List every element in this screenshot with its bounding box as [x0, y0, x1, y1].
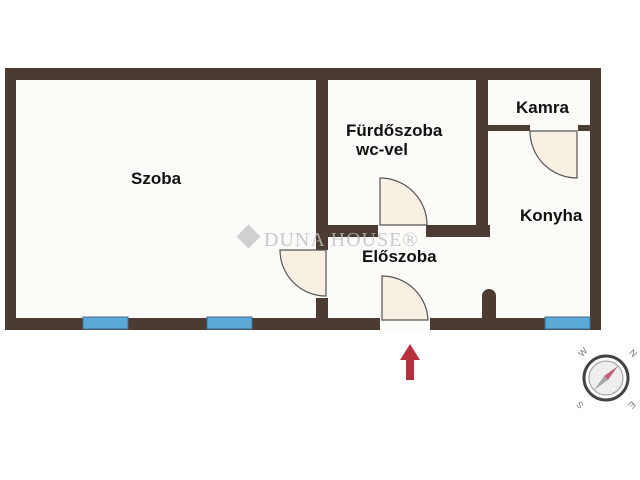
- entrance-arrow-icon: [400, 344, 420, 380]
- stub-wall: [482, 289, 496, 318]
- compass-w: W: [576, 345, 589, 358]
- window: [206, 316, 253, 330]
- compass-s: S: [574, 399, 585, 410]
- room-szoba-floor: [16, 80, 316, 318]
- label-furdoszoba: Fürdőszoba: [346, 121, 443, 140]
- svg-text:DUNA HOUSE®: DUNA HOUSE®: [264, 229, 419, 251]
- door-entrance: [381, 275, 429, 321]
- duna-house-logo: DUNA HOUSE®: [236, 224, 418, 251]
- room-pantry-floor: [488, 80, 590, 125]
- door-pantry: [529, 130, 578, 179]
- doors: [279, 125, 578, 330]
- compass-n: N: [627, 347, 639, 359]
- door-szoba: [279, 249, 327, 297]
- door-bathroom: [379, 177, 428, 226]
- window: [82, 316, 129, 330]
- label-szoba: Szoba: [131, 169, 182, 188]
- room-hall-floor: [328, 237, 590, 318]
- compass-e: E: [626, 399, 637, 410]
- label-eloszoba: Előszoba: [362, 247, 437, 266]
- wall-junction: [476, 225, 490, 237]
- windows: [82, 316, 591, 330]
- window: [544, 316, 591, 330]
- compass-icon: W N S E: [574, 345, 639, 410]
- label-furdoszoba-sub: wc-vel: [355, 140, 408, 159]
- label-konyha: Konyha: [520, 206, 583, 225]
- label-kamra: Kamra: [516, 98, 569, 117]
